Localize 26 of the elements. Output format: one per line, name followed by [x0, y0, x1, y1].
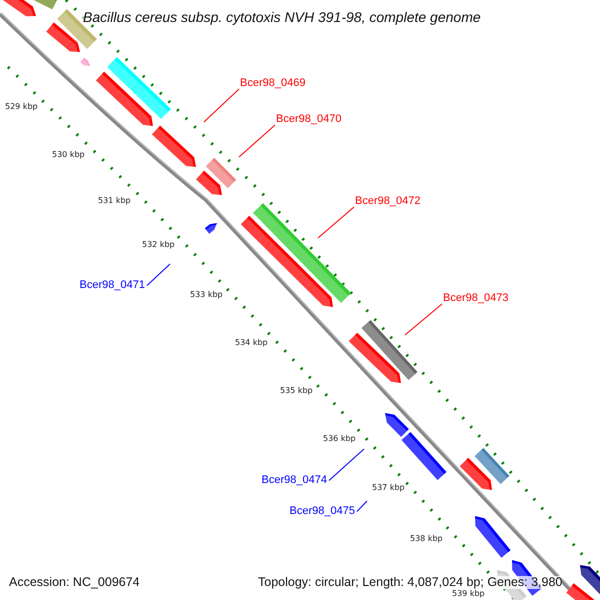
leader-line [356, 500, 368, 512]
gene-label: Bcer98_0475 [290, 506, 355, 517]
position-label: 532 kbp [142, 241, 175, 249]
position-label: 534 kbp [235, 339, 268, 347]
position-label: 536 kbp [323, 435, 356, 443]
position-label: 537 kbp [372, 484, 405, 492]
gene-label: Bcer98_0469 [240, 78, 306, 89]
gene-label: Bcer98_0472 [355, 196, 420, 207]
position-label: 533 kbp [190, 291, 223, 299]
position-label: 531 kbp [98, 197, 131, 205]
gene-label: Bcer98_0473 [443, 293, 508, 304]
position-label: 538 kbp [410, 535, 443, 543]
position-label: 539 kbp [452, 590, 485, 598]
gene-label: Bcer98_0470 [276, 114, 342, 125]
leader-line [238, 124, 276, 158]
position-label: 530 kbp [52, 151, 85, 159]
gene-label: Bcer98_0474 [262, 475, 327, 486]
position-label: 529 kbp [5, 103, 38, 111]
leader-line [146, 264, 170, 286]
leader-line [318, 206, 354, 238]
position-label: 535 kbp [280, 387, 313, 395]
leader-line [328, 448, 364, 481]
gene-label: Bcer98_0471 [80, 280, 145, 291]
map-info-text: Accession: NC_009674 [9, 576, 140, 588]
leader-line [204, 88, 240, 122]
leader-line [404, 304, 442, 336]
